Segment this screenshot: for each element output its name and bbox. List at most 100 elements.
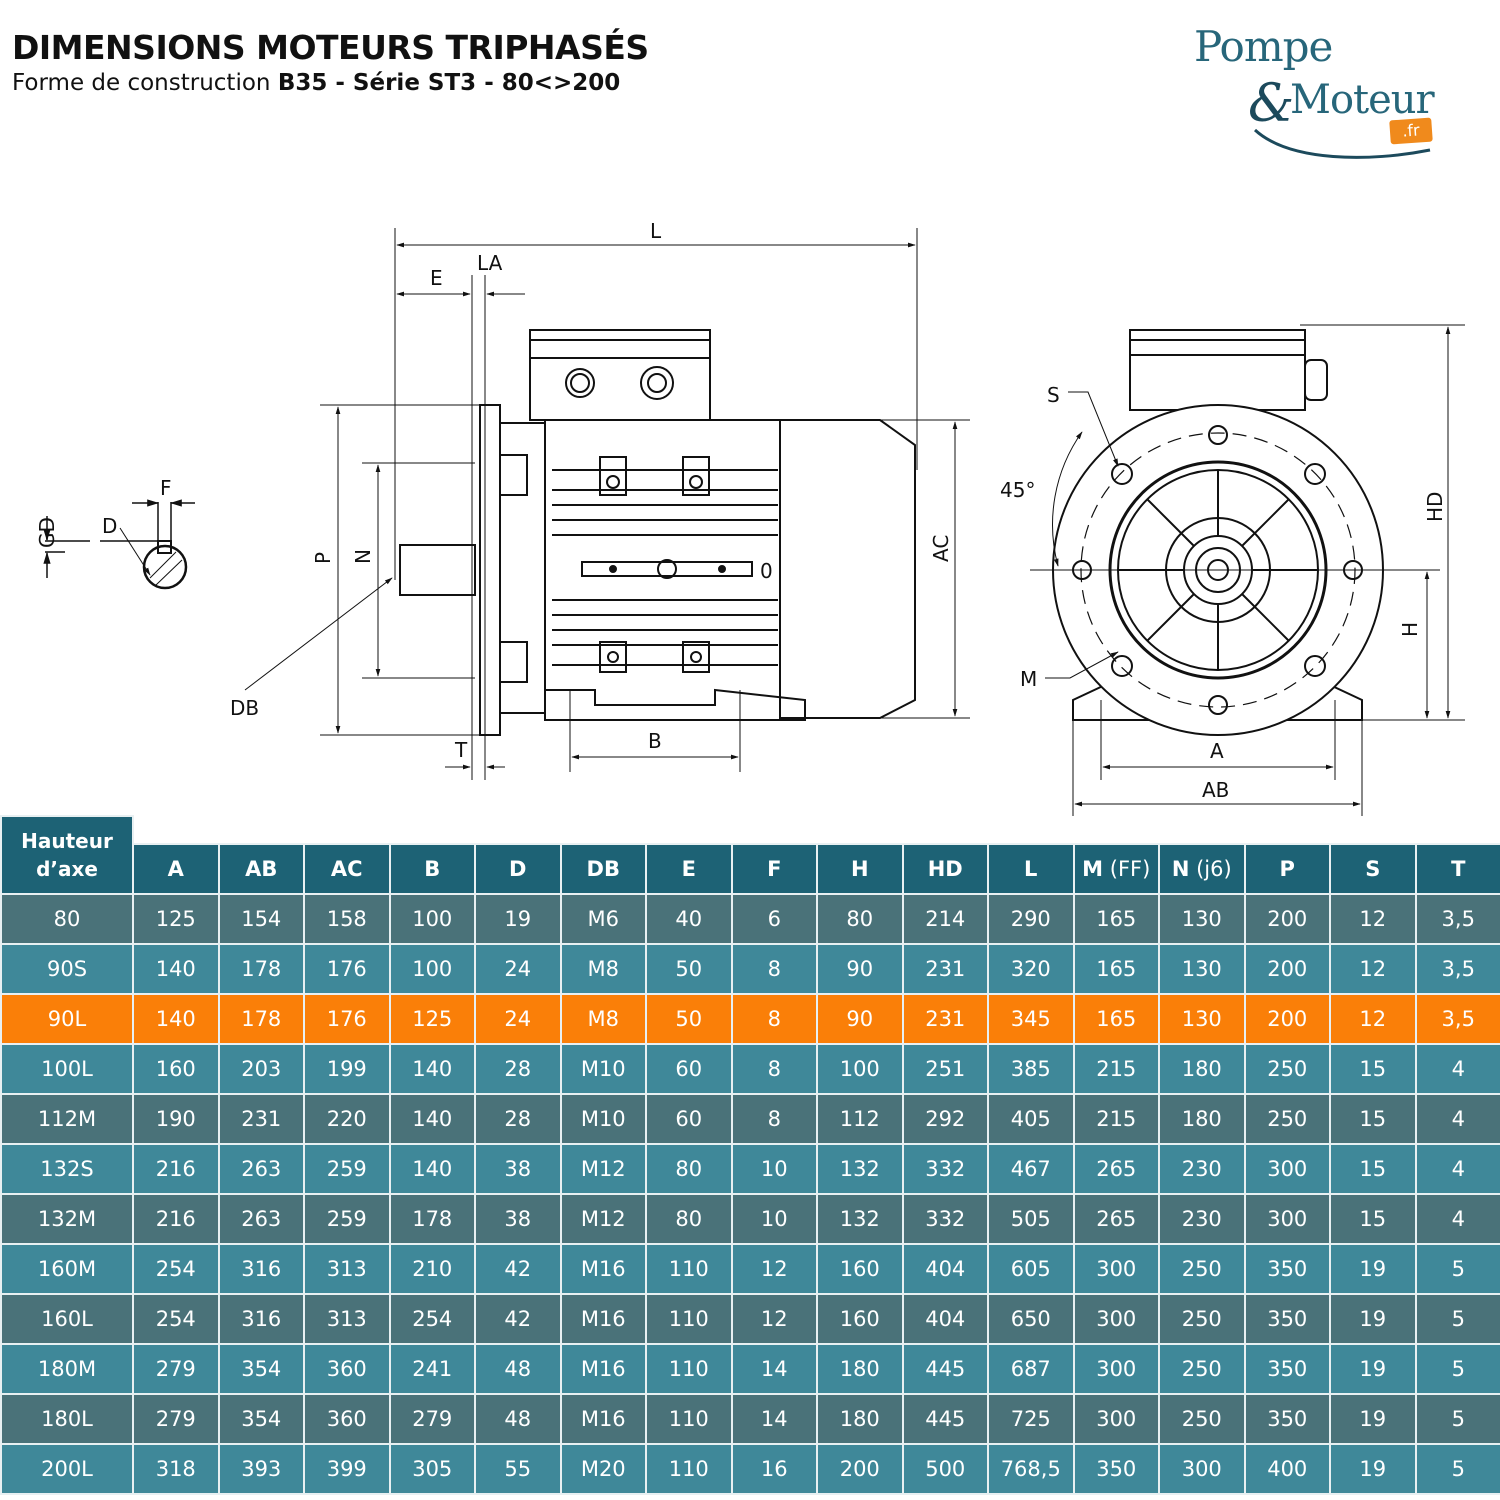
cell-m: 300 bbox=[1072, 1393, 1160, 1445]
cell-axis-height: 160M bbox=[0, 1243, 134, 1295]
column-header-f: F bbox=[730, 843, 818, 895]
cell-m: 265 bbox=[1072, 1193, 1160, 1245]
cell-db: M16 bbox=[559, 1243, 647, 1295]
brand-logo: Pompe & Moteur .fr bbox=[1190, 22, 1450, 159]
cell-hd: 500 bbox=[901, 1443, 989, 1495]
cell-b: 100 bbox=[388, 943, 476, 995]
cell-db: M8 bbox=[559, 993, 647, 1045]
cell-db: M16 bbox=[559, 1393, 647, 1445]
cell-b: 100 bbox=[388, 893, 476, 945]
cell-s: 19 bbox=[1329, 1443, 1417, 1495]
cell-p: 350 bbox=[1243, 1343, 1331, 1395]
cell-d: 19 bbox=[474, 893, 562, 945]
motor-side-view bbox=[399, 329, 916, 736]
cell-b: 210 bbox=[388, 1243, 476, 1295]
cell-t: 5 bbox=[1414, 1393, 1500, 1445]
cell-t: 3,5 bbox=[1414, 993, 1500, 1045]
cell-l: 385 bbox=[987, 1043, 1075, 1095]
cell-l: 467 bbox=[987, 1143, 1075, 1195]
cell-ac: 199 bbox=[303, 1043, 391, 1095]
cell-h: 132 bbox=[816, 1193, 904, 1245]
cell-f: 12 bbox=[730, 1243, 818, 1295]
cell-t: 4 bbox=[1414, 1093, 1500, 1145]
cell-t: 3,5 bbox=[1414, 943, 1500, 995]
cell-hd: 332 bbox=[901, 1193, 989, 1245]
cell-s: 19 bbox=[1329, 1343, 1417, 1395]
corner-header-line1: Hauteur bbox=[21, 829, 113, 853]
cell-ac: 360 bbox=[303, 1343, 391, 1395]
column-header-hd: HD bbox=[901, 843, 989, 895]
cell-f: 10 bbox=[730, 1193, 818, 1245]
subtitle-sep2: - bbox=[476, 70, 502, 96]
cell-t: 5 bbox=[1414, 1293, 1500, 1345]
column-header-label: D bbox=[509, 857, 527, 881]
cell-p: 350 bbox=[1243, 1393, 1331, 1445]
cell-hd: 445 bbox=[901, 1343, 989, 1395]
cell-ac: 360 bbox=[303, 1393, 391, 1445]
column-header-n: N (j6) bbox=[1158, 843, 1246, 895]
cell-n: 230 bbox=[1158, 1143, 1246, 1195]
logo-swoosh-icon bbox=[1253, 128, 1431, 159]
cell-ab: 263 bbox=[217, 1193, 305, 1245]
cell-m: 165 bbox=[1072, 943, 1160, 995]
cell-d: 38 bbox=[474, 1143, 562, 1195]
cell-ac: 399 bbox=[303, 1443, 391, 1495]
subtitle-series: Série ST3 bbox=[352, 70, 477, 96]
cell-axis-height: 132S bbox=[0, 1143, 134, 1195]
subtitle-range: 80<>200 bbox=[501, 70, 621, 96]
column-header-s: S bbox=[1329, 843, 1417, 895]
cell-ac: 176 bbox=[303, 943, 391, 995]
column-header-t: T bbox=[1414, 843, 1500, 895]
cell-f: 8 bbox=[730, 1093, 818, 1145]
cell-hd: 404 bbox=[901, 1243, 989, 1295]
cell-a: 254 bbox=[132, 1293, 220, 1345]
cell-ab: 154 bbox=[217, 893, 305, 945]
column-header-label: L bbox=[1024, 857, 1038, 881]
label-e: E bbox=[430, 266, 443, 290]
cell-m: 215 bbox=[1072, 1043, 1160, 1095]
cell-f: 6 bbox=[730, 893, 818, 945]
header-spacer bbox=[132, 816, 1500, 844]
cell-a: 279 bbox=[132, 1393, 220, 1445]
cell-ab: 393 bbox=[217, 1443, 305, 1495]
column-header-label: P bbox=[1279, 857, 1295, 881]
label-f: F bbox=[160, 476, 172, 500]
page-title: DIMENSIONS MOTEURS TRIPHASÉS bbox=[12, 28, 649, 67]
label-l: L bbox=[650, 219, 662, 243]
cell-s: 12 bbox=[1329, 943, 1417, 995]
cell-axis-height: 160L bbox=[0, 1293, 134, 1345]
cell-axis-height: 80 bbox=[0, 893, 134, 945]
label-angle: 45° bbox=[1000, 478, 1035, 502]
logo-ampersand: & bbox=[1248, 74, 1295, 134]
cell-s: 19 bbox=[1329, 1393, 1417, 1445]
cell-a: 318 bbox=[132, 1443, 220, 1495]
cell-n: 300 bbox=[1158, 1443, 1246, 1495]
cell-d: 24 bbox=[474, 943, 562, 995]
cell-l: 650 bbox=[987, 1293, 1075, 1345]
cell-p: 300 bbox=[1243, 1193, 1331, 1245]
cell-e: 50 bbox=[645, 993, 733, 1045]
cell-f: 14 bbox=[730, 1393, 818, 1445]
cell-f: 10 bbox=[730, 1143, 818, 1195]
cell-f: 8 bbox=[730, 993, 818, 1045]
cell-a: 140 bbox=[132, 993, 220, 1045]
cell-h: 160 bbox=[816, 1293, 904, 1345]
label-t: T bbox=[454, 738, 468, 762]
label-o: 0 bbox=[760, 559, 773, 583]
cell-db: M16 bbox=[559, 1293, 647, 1345]
cell-axis-height: 132M bbox=[0, 1193, 134, 1245]
cell-p: 350 bbox=[1243, 1243, 1331, 1295]
cell-n: 130 bbox=[1158, 993, 1246, 1045]
cell-ab: 354 bbox=[217, 1343, 305, 1395]
cell-a: 216 bbox=[132, 1143, 220, 1195]
cell-p: 400 bbox=[1243, 1443, 1331, 1495]
cell-a: 216 bbox=[132, 1193, 220, 1245]
cell-t: 4 bbox=[1414, 1143, 1500, 1195]
column-header-label: T bbox=[1451, 857, 1466, 881]
subtitle-sep1: - bbox=[327, 70, 353, 96]
cell-d: 42 bbox=[474, 1243, 562, 1295]
